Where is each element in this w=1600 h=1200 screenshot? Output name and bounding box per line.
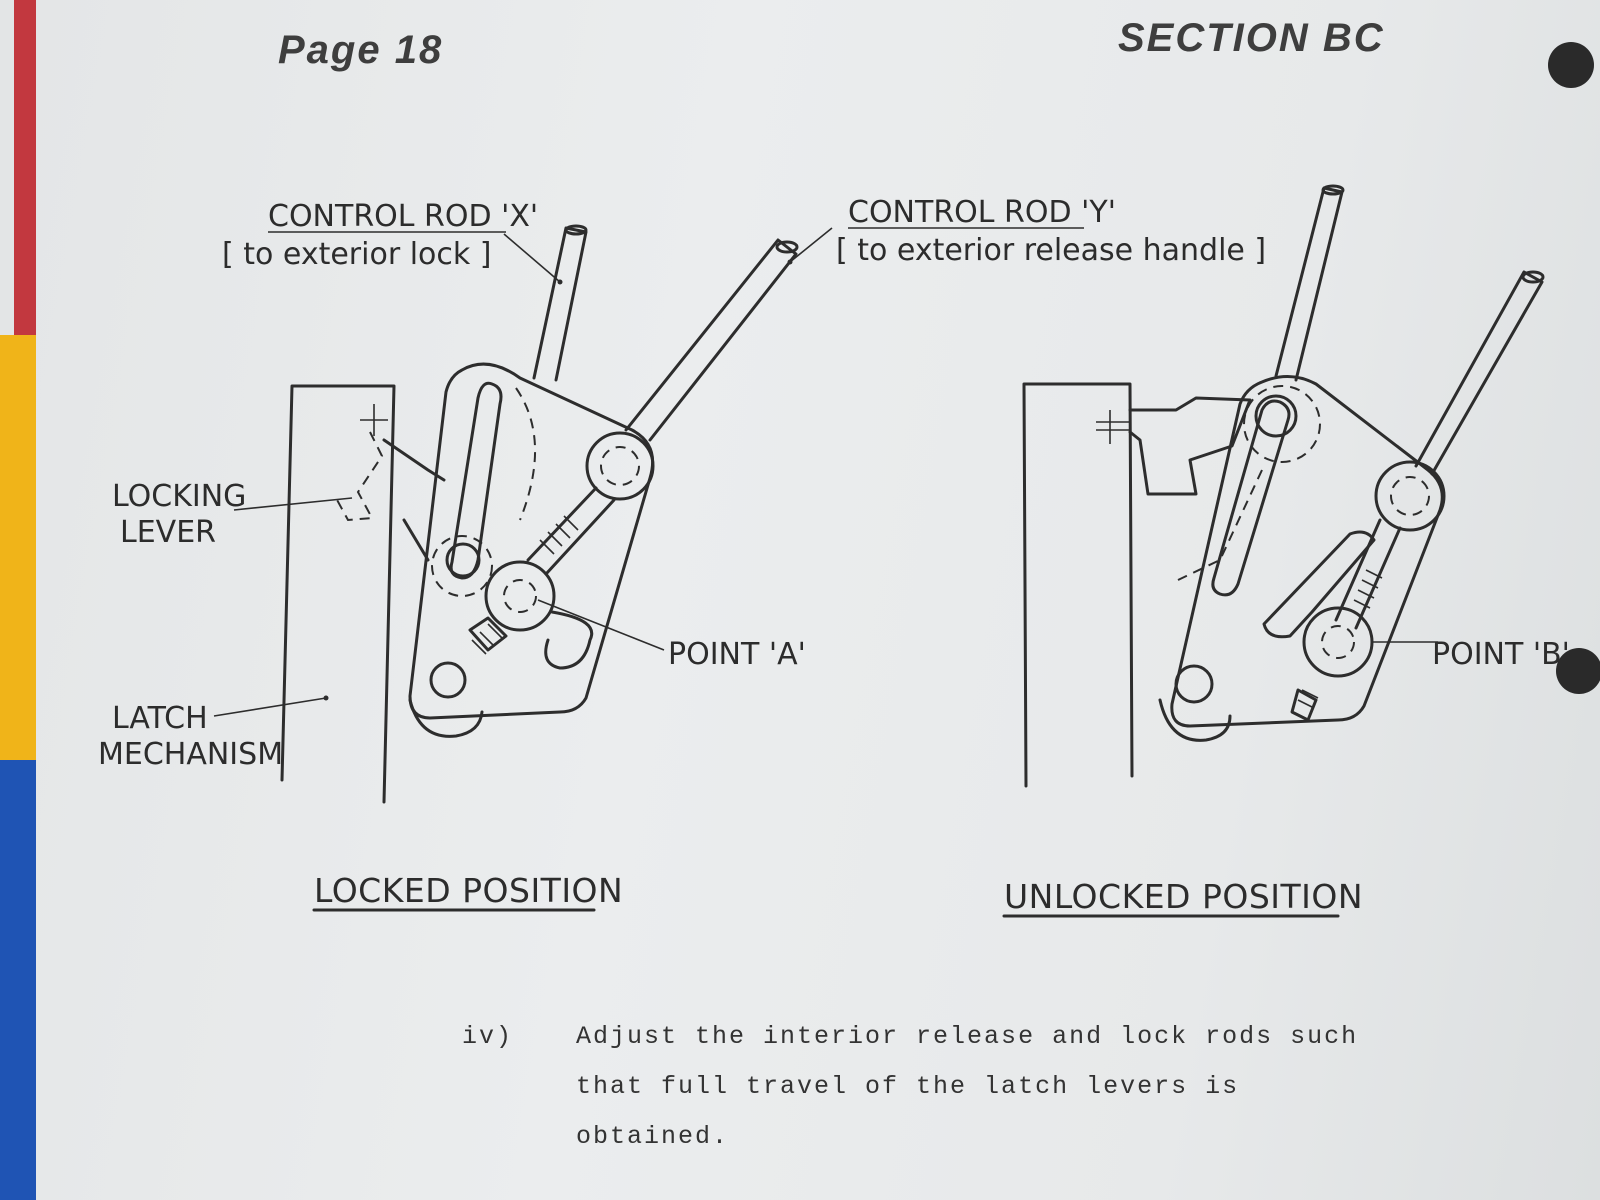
unlocked-caption: UNLOCKED POSITION xyxy=(1004,877,1363,916)
control-rod-y-unlocked xyxy=(1414,270,1544,476)
pivot-upper-dash xyxy=(600,446,640,486)
latch-plate-unlocked xyxy=(1170,375,1444,728)
rod-y-subtitle: [ to exterior release handle ] xyxy=(836,233,1266,268)
point-a-leader xyxy=(537,599,665,651)
rod-x-end-unlocked xyxy=(1321,184,1345,196)
door-frame-right xyxy=(1022,382,1134,788)
rod-x-subtitle: [ to exterior lock ] xyxy=(222,237,492,272)
pivot-upper xyxy=(585,431,655,501)
locking-lever-label-2: LEVER xyxy=(120,515,216,550)
door-frame-left xyxy=(280,384,396,804)
latch-diagram: CONTROL ROD 'X' [ to exterior lock ] CON… xyxy=(98,184,1570,918)
thread-hatching-unlocked xyxy=(1297,569,1383,709)
body-line-1: Adjust the interior release and lock rod… xyxy=(576,1022,1359,1051)
unlocked-position-drawing xyxy=(787,184,1545,788)
rod-x-title: CONTROL ROD 'X' xyxy=(268,199,538,234)
thread-hatching xyxy=(471,515,579,655)
locking-lever-label-1: LOCKING xyxy=(112,479,246,514)
locked-caption: LOCKED POSITION xyxy=(314,871,623,910)
plate-slot-unlocked xyxy=(1211,399,1291,597)
point-a-pivot xyxy=(484,560,556,632)
punch-hole-middle xyxy=(1556,648,1600,694)
point-b-label: POINT 'B' xyxy=(1432,637,1570,672)
locking-lever-unlocked xyxy=(1128,396,1252,496)
base-curve xyxy=(408,698,484,738)
slot-pin xyxy=(445,542,481,578)
cam-slot-unlocked xyxy=(1262,530,1376,639)
point-a-label: POINT 'A' xyxy=(668,637,806,672)
rod-y-end xyxy=(775,240,799,254)
rod-y-end-unlocked xyxy=(1521,270,1545,284)
threaded-stub xyxy=(468,616,508,652)
mount-hole-unlocked xyxy=(1174,664,1214,704)
rod-y-leader xyxy=(789,227,833,263)
threaded-link xyxy=(526,486,598,562)
lever-linkage xyxy=(382,438,446,562)
crosshair xyxy=(360,404,388,436)
crosshair-unlocked xyxy=(1096,410,1130,444)
latch-leader xyxy=(213,697,327,717)
rod-x-leader xyxy=(503,233,561,283)
slot-pin-unlocked xyxy=(1254,394,1298,438)
locked-position-drawing xyxy=(213,224,799,804)
rod-x-end xyxy=(564,224,588,236)
control-rod-x xyxy=(532,226,588,382)
section-title: SECTION BC xyxy=(1118,16,1385,60)
body-line-2: that full travel of the latch levers is xyxy=(576,1072,1240,1101)
point-b-pivot-dash xyxy=(1321,625,1355,659)
latch-label-2: MECHANISM xyxy=(98,737,283,772)
pin-travel xyxy=(431,535,493,597)
mount-hole xyxy=(429,661,467,699)
control-rod-y xyxy=(624,238,798,442)
cam-lobe xyxy=(544,610,594,670)
threaded-link-edge xyxy=(544,498,616,576)
slot-pin-dash xyxy=(1243,385,1321,463)
threaded-stub-unlocked xyxy=(1290,688,1318,722)
latch-plate-locked xyxy=(408,362,655,720)
base-curve-unlocked xyxy=(1158,698,1232,742)
locking-lever-hidden xyxy=(335,431,384,522)
point-a-pivot-dash xyxy=(503,579,537,613)
plate-slot xyxy=(449,381,503,580)
body-line-3: obtained. xyxy=(576,1122,730,1151)
pivot-upper-unlocked-dash xyxy=(1390,476,1430,516)
rod-y-title: CONTROL ROD 'Y' xyxy=(848,195,1116,230)
pivot-upper-unlocked xyxy=(1374,460,1446,532)
control-rod-x-unlocked xyxy=(1274,186,1344,382)
list-item-number: iv) xyxy=(462,1022,514,1051)
locking-lever-leader xyxy=(233,497,353,511)
latch-label-1: LATCH xyxy=(112,701,208,736)
page-number: Page 18 xyxy=(278,28,444,72)
punch-hole-top xyxy=(1548,42,1594,88)
swing-arc xyxy=(515,387,536,521)
